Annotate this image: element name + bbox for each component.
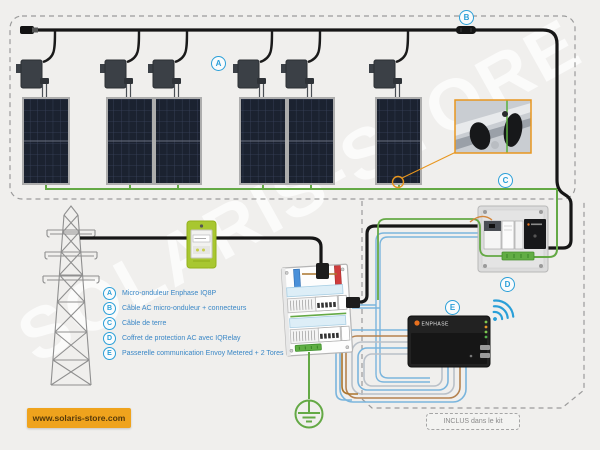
solar-panel (239, 97, 287, 185)
ac-drop-cables (42, 29, 410, 64)
ac-cable-connector (456, 26, 476, 34)
enphase-logo-icon (414, 320, 420, 326)
micro-inverter (16, 59, 49, 98)
legend-label-d: Coffret de protection AC avec IQRelay (122, 335, 241, 342)
din-module (514, 220, 524, 250)
legend-item-b: B Câble AC micro-onduleur + connecteurs (103, 301, 284, 316)
legend-item-d: D Coffret de protection AC avec IQRelay (103, 331, 284, 346)
marker-e: E (445, 300, 460, 315)
phase-wire-drop (341, 344, 358, 395)
energy-meter (186, 220, 217, 269)
status-led (484, 335, 488, 339)
iq-relay (524, 219, 546, 249)
micro-inverter (369, 59, 402, 98)
micro-inverter (281, 59, 314, 98)
phase-busbar (334, 265, 342, 287)
din-module (501, 220, 515, 250)
port (480, 345, 490, 350)
earth-wire-link (377, 218, 510, 300)
earth-wire-array (520, 189, 558, 258)
envoy-gateway: ENPHASE (407, 315, 491, 368)
earth-busbar (294, 343, 322, 352)
grid-supply-cable (80, 236, 323, 266)
solar-array-boundary (9, 15, 576, 200)
wiring-comb (289, 314, 347, 329)
earth-wire-board (290, 312, 347, 318)
envoy-brand-text: ENPHASE (422, 322, 450, 328)
status-led (484, 330, 488, 334)
legend-badge-d: D (103, 332, 116, 345)
legend-badge-e: E (103, 347, 116, 360)
board-side-connector (346, 297, 360, 308)
detail-highlight-circle (391, 175, 405, 189)
pylon (42, 205, 100, 386)
supply-connector-block (316, 263, 329, 279)
ac-protection-box (377, 189, 558, 300)
neutral-busbar (293, 268, 302, 290)
legend-badge-c: C (103, 317, 116, 330)
detail-photo (455, 100, 531, 153)
solar-panel (375, 97, 422, 185)
marker-a: A (211, 56, 226, 71)
kit-boundary (361, 201, 585, 409)
micro-inverters (16, 59, 402, 98)
micro-inverter (233, 59, 266, 98)
legend-label-a: Micro-onduleur Enphase IQ8P (122, 290, 217, 297)
legend-label-c: Câble de terre (122, 320, 167, 327)
marker-b: B (459, 10, 474, 25)
phase-stub-wire (469, 215, 493, 223)
detail-callout-line (401, 151, 457, 179)
wiring-comb (286, 284, 344, 298)
solar-panels (22, 97, 422, 185)
earth-terminal-strip (501, 251, 535, 261)
ground-symbol (294, 399, 324, 429)
cable-end-cap (20, 26, 34, 34)
wifi-icon (492, 299, 515, 321)
legend-item-e: E Passerelle communication Envoy Metered… (103, 346, 284, 361)
solar-panel (154, 97, 202, 185)
earth-wire-panels (45, 184, 557, 190)
marker-c: C (498, 173, 513, 188)
solar-panel (22, 97, 70, 185)
ac-trunk-cable (20, 26, 573, 250)
marker-d: D (500, 277, 515, 292)
micro-inverter (100, 59, 133, 98)
solar-panel (106, 97, 154, 185)
legend-label-b: Câble AC micro-onduleur + connecteurs (122, 305, 247, 312)
port (480, 353, 490, 358)
solar-panel (287, 97, 335, 185)
status-led (484, 325, 488, 329)
legend-item-a: A Micro-onduleur Enphase IQ8P (103, 286, 284, 301)
legend-badge-b: B (103, 302, 116, 315)
legend-label-e: Passerelle communication Envoy Metered +… (122, 350, 284, 357)
neutral-wire-drop (335, 344, 352, 401)
website-badge[interactable]: www.solaris-store.com (27, 408, 131, 428)
legend-item-c: C Câble de terre (103, 316, 284, 331)
legend-badge-a: A (103, 287, 116, 300)
kit-included-label: INCLUS dans le kit (426, 413, 520, 430)
protection-to-board-cable (359, 224, 480, 304)
status-led (484, 320, 488, 324)
distribution-board (280, 263, 354, 357)
micro-inverter (148, 59, 181, 98)
legend: A Micro-onduleur Enphase IQ8P B Câble AC… (103, 286, 284, 361)
ground-detail-callout (391, 99, 532, 189)
